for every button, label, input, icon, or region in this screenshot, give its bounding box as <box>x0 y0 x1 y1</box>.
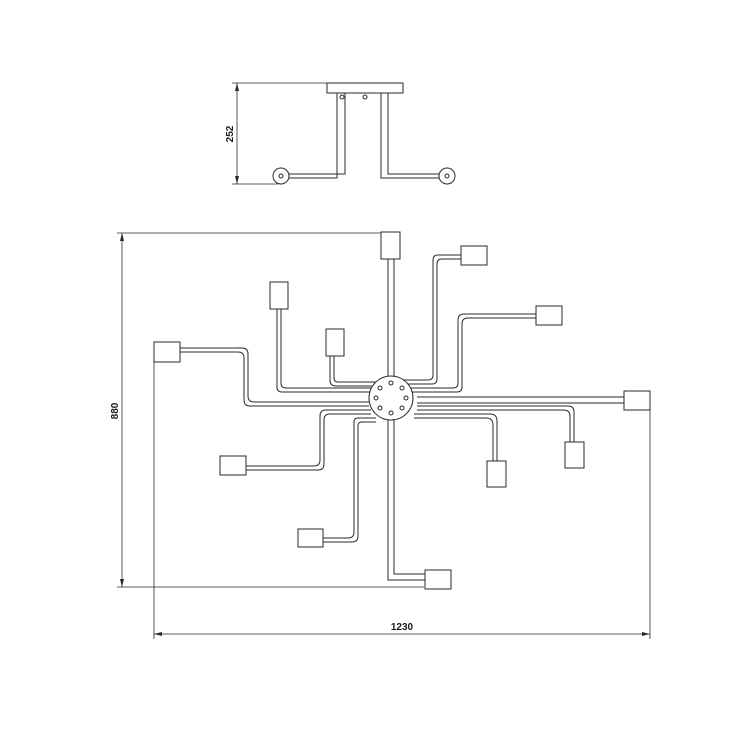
side-elevation-view <box>272 82 456 185</box>
arm-top <box>387 258 395 377</box>
arm-lower-left-far <box>245 409 371 471</box>
socket-right-down-far <box>564 441 585 469</box>
canopy-screw <box>339 94 345 100</box>
sockets <box>153 231 651 590</box>
dimension-width: 1230 <box>153 362 651 639</box>
side-socket-dot <box>278 173 284 179</box>
arm-left-long <box>179 347 369 407</box>
dimension-height-top: 880 <box>110 232 424 588</box>
dimension-height-side: 252 <box>225 82 327 185</box>
socket-right-far <box>623 390 651 411</box>
arm-lower-left-mid <box>322 417 376 543</box>
arm-upper-right-far <box>400 254 462 385</box>
socket-upper-right-far <box>460 245 488 266</box>
canopy-plate <box>326 82 404 94</box>
side-arm-left <box>286 93 346 175</box>
arm-upper-right-mid <box>410 313 537 393</box>
socket-right-down-inner <box>486 460 507 488</box>
side-socket-left <box>272 167 290 185</box>
dimension-label-side-height: 252 <box>225 125 236 142</box>
arms <box>179 254 625 581</box>
socket-lower-left-far <box>219 455 247 476</box>
arm-bottom <box>387 418 427 581</box>
side-arm-left <box>282 93 338 179</box>
socket-left-far <box>153 341 181 363</box>
arm-upper-left-inner <box>329 355 378 387</box>
side-socket-dot <box>444 173 450 179</box>
socket-lower-left-mid <box>297 528 324 548</box>
socket-top <box>380 231 401 260</box>
socket-upper-left-far <box>269 281 289 310</box>
arm-right-long <box>417 396 625 404</box>
arm-upper-left-far <box>276 308 373 393</box>
socket-upper-right-mid <box>535 305 563 326</box>
side-arm-right <box>387 93 440 175</box>
center-hub <box>368 375 414 421</box>
side-socket-right <box>438 167 456 185</box>
dimension-label-top-height: 880 <box>110 402 121 419</box>
arm-right-down-inner <box>414 413 498 462</box>
arm-right-down-far <box>417 405 575 443</box>
dimension-label-width: 1230 <box>391 622 414 633</box>
canopy-screw <box>362 94 368 100</box>
socket-upper-left-inner <box>325 328 345 357</box>
side-arm-right <box>380 93 442 179</box>
socket-bottom <box>424 569 452 590</box>
top-view <box>153 231 651 590</box>
